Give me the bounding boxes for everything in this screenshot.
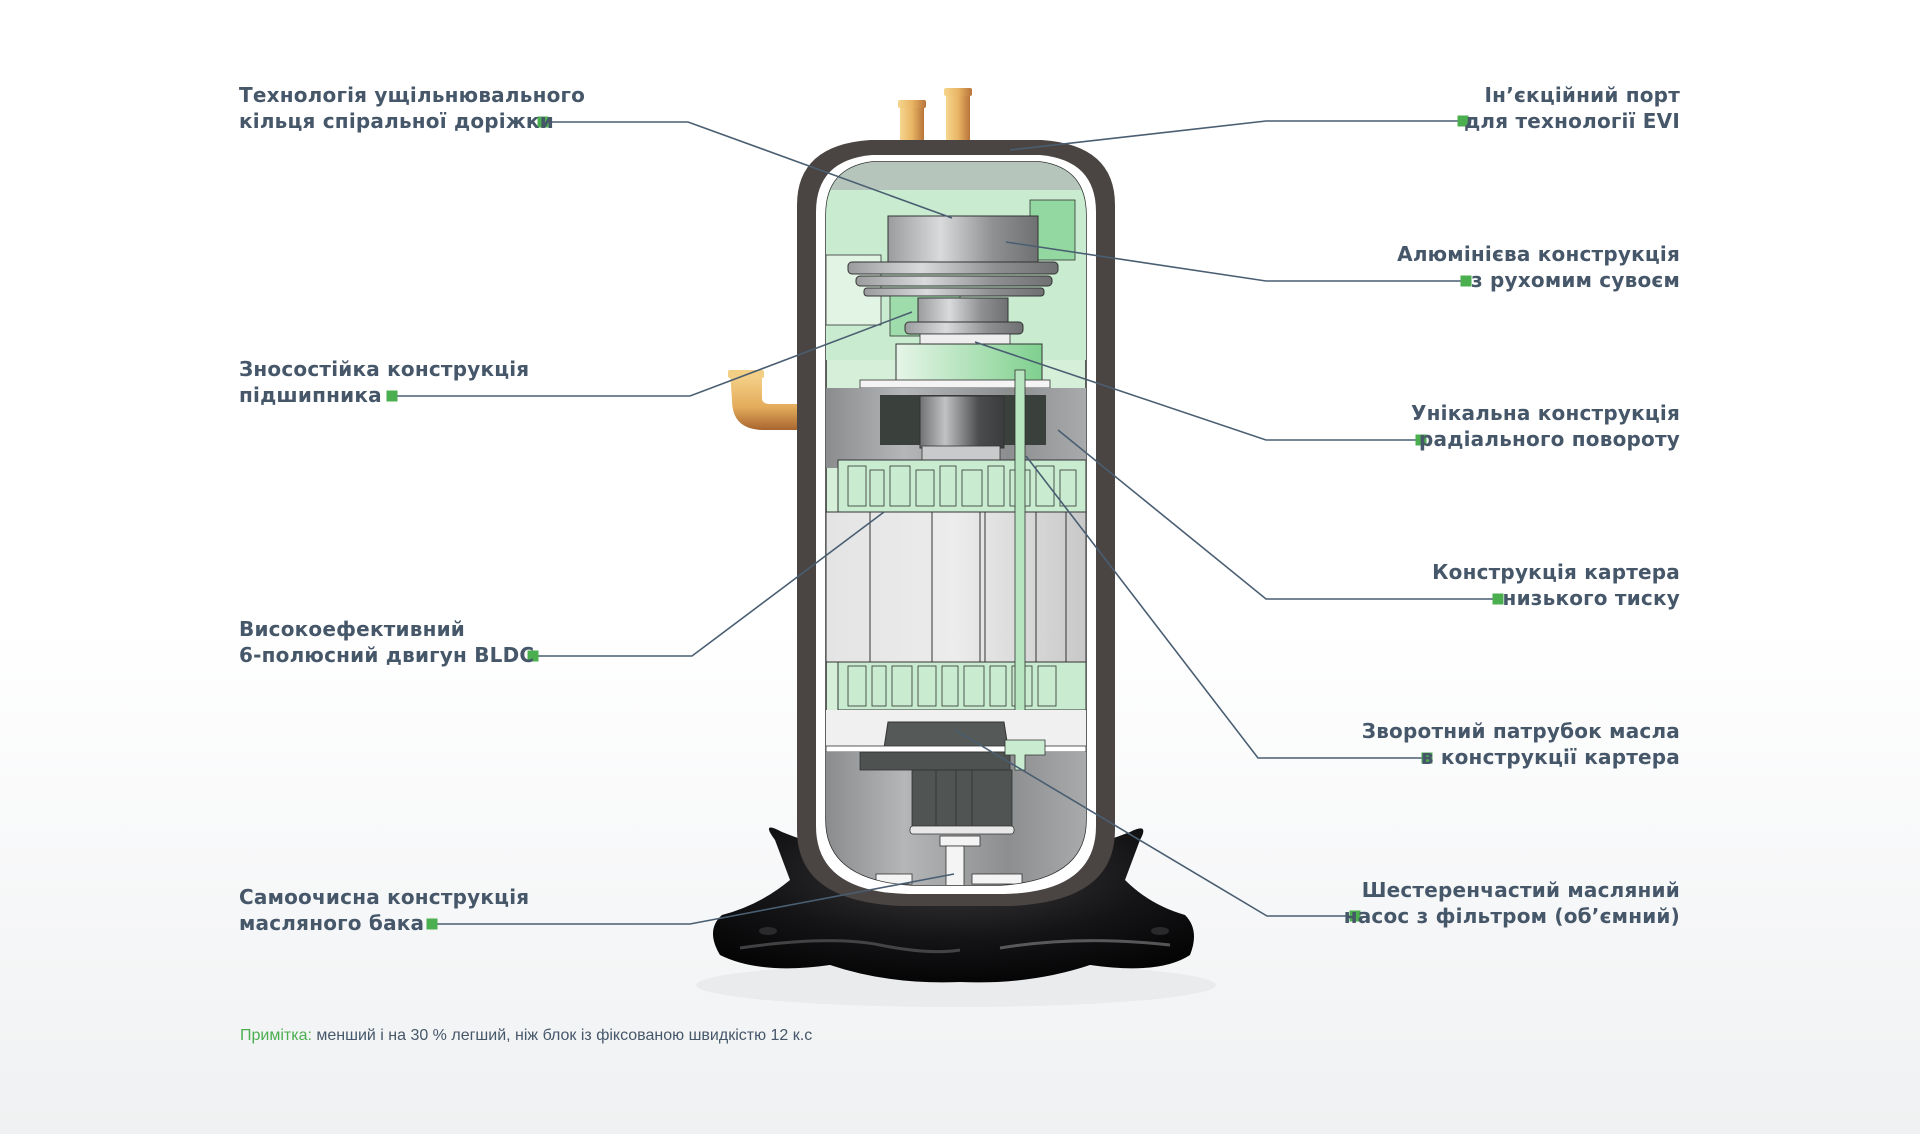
floor-shadow	[696, 963, 1216, 1007]
base-highlight	[999, 939, 1171, 950]
callout-line: Унікальна конструкція	[1411, 401, 1680, 425]
callout-line: в конструкції картера	[1420, 745, 1680, 769]
base-bolt-hole	[759, 927, 777, 935]
callout-line: Ін’єкційний порт	[1484, 83, 1680, 107]
callout-line: Самоочисна конструкція	[239, 885, 530, 909]
callout-evi-port: Ін’єкційний порт для технології EVI	[1464, 82, 1680, 134]
callout-line: для технології EVI	[1464, 109, 1680, 133]
callout-gear-oil-pump: Шестеренчастий масляний насос з фільтром…	[1344, 877, 1680, 929]
leader-oil-tank	[432, 873, 955, 925]
callout-line: з рухомим сувоєм	[1471, 268, 1680, 292]
callout-oil-return: Зворотний патрубок масла в конструкції к…	[1362, 718, 1680, 770]
callout-line: Конструкція картера	[1432, 560, 1680, 584]
callout-marker-square	[386, 390, 398, 402]
leader-bldc-motor	[533, 511, 885, 657]
oil-pickup-shaft	[945, 845, 965, 885]
leader-low-pressure-crankcase	[1057, 429, 1498, 600]
leader-gear-oil-pump	[954, 729, 1355, 917]
footnote-prefix: Примітка:	[240, 1027, 312, 1044]
callout-aluminum-scroll: Алюмінієва конструкція з рухомим сувоєм	[1397, 241, 1680, 293]
callout-line: кільця спіральної доріжки	[239, 109, 554, 133]
callout-line: Технологія ущільнювального	[239, 83, 586, 107]
footnote-text: менший і на 30 % легший, ніж блок із фік…	[311, 1027, 813, 1044]
callout-line: насос з фільтром (об’ємний)	[1343, 904, 1680, 928]
oil-return-outlet	[1004, 739, 1046, 771]
base-highlight	[739, 939, 961, 954]
orbiting-scroll-plate	[847, 261, 1059, 275]
motor-stator	[826, 511, 1086, 663]
callout-line: масляного бака	[239, 911, 425, 935]
callout-line: Зворотний патрубок масла	[1361, 719, 1680, 743]
leader-evi-port	[1009, 120, 1463, 151]
callout-oil-tank: Самоочисна конструкція масляного бака	[239, 884, 529, 936]
rotor-top	[919, 395, 1005, 449]
callout-line: 6-полюсний двигун BLDC	[239, 643, 535, 667]
leader-bearing	[392, 311, 913, 397]
oil-pump-plate	[883, 721, 1009, 749]
callout-line: низького тиску	[1502, 586, 1680, 610]
callout-spiral-seal: Технологія ущільнювального кільця спірал…	[239, 82, 585, 134]
callout-radial-rotation: Унікальна конструкція радіального поворо…	[1411, 400, 1680, 452]
callout-marker-square	[1349, 910, 1361, 922]
gear-pump	[911, 769, 1013, 827]
footnote: Примітка: менший і на 30 % легший, ніж б…	[240, 1027, 812, 1045]
callout-marker-square	[1460, 275, 1472, 287]
leader-spiral-seal	[543, 121, 953, 219]
callout-low-pressure-crankcase: Конструкція картера низького тиску	[1432, 559, 1680, 611]
leader-lines	[386, 115, 1504, 930]
callout-line: Високоефективний	[239, 617, 466, 641]
leader-aluminum-scroll	[1005, 241, 1466, 282]
callout-line: Зносостійка конструкція	[239, 357, 530, 381]
callout-line: Шестеренчастий масляний	[1361, 878, 1680, 902]
callout-marker-square	[537, 116, 549, 128]
callout-marker-square	[1492, 593, 1504, 605]
callout-line: Алюмінієва конструкція	[1397, 242, 1680, 266]
base-bolt-hole	[1151, 927, 1169, 935]
oil-return-tube	[1014, 369, 1026, 761]
callout-bearing: Зносостійка конструкція підшипника	[239, 356, 529, 408]
callout-marker-square	[426, 918, 438, 930]
callout-bldc-motor: Високоефективний 6-полюсний двигун BLDC	[239, 616, 534, 668]
callout-marker-square	[1457, 115, 1469, 127]
fixed-scroll	[887, 215, 1039, 265]
callout-line: підшипника	[239, 383, 382, 407]
callout-marker-square	[1421, 752, 1433, 764]
top-discharge-pipes	[898, 88, 972, 144]
callout-line: радіального повороту	[1419, 427, 1680, 451]
callout-marker-square	[1415, 434, 1427, 446]
leader-radial-rotation	[974, 341, 1421, 441]
callout-marker-square	[527, 650, 539, 662]
leader-oil-return	[1025, 455, 1427, 759]
